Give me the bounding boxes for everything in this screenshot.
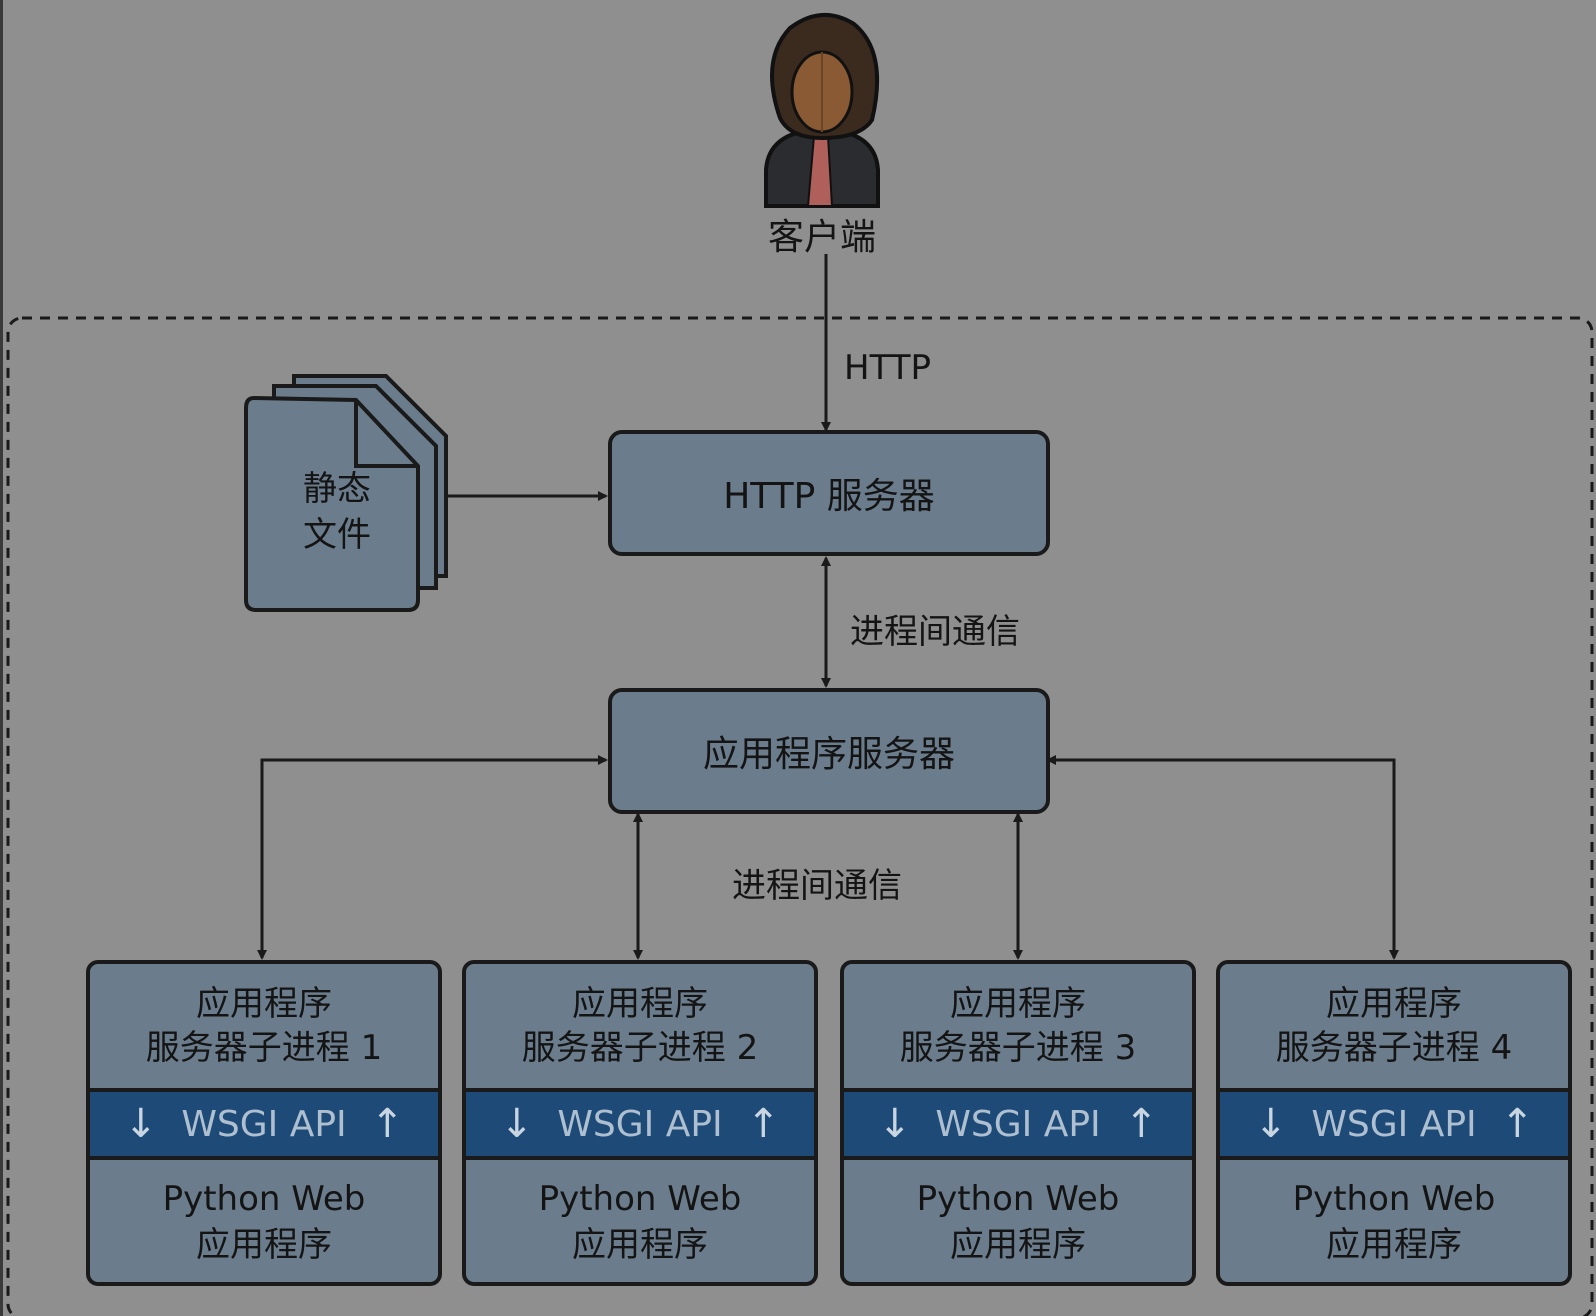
http-protocol-label: HTTP	[844, 348, 932, 388]
http-server-box: HTTP 服务器	[608, 430, 1050, 556]
wsgi-api-band: ↓ WSGI API ↑	[466, 1088, 814, 1160]
person-icon	[764, 12, 880, 208]
subprocess-title-line1: 应用程序	[950, 984, 1086, 1024]
arrow-down-icon: ↓	[1254, 1101, 1288, 1147]
static-files-line2: 文件	[303, 515, 371, 555]
arrow-up-icon: ↑	[1124, 1101, 1158, 1147]
subprocess-title-line2: 服务器子进程 4	[1275, 1028, 1513, 1068]
arrow-up-icon: ↑	[370, 1101, 404, 1147]
python-web-line2: 应用程序	[1326, 1225, 1462, 1265]
python-web-line2: 应用程序	[196, 1225, 332, 1265]
wsgi-api-band: ↓ WSGI API ↑	[90, 1088, 438, 1160]
python-web-line2: 应用程序	[572, 1225, 708, 1265]
static-files-label: 静态 文件	[262, 466, 412, 558]
arrow-down-icon: ↓	[124, 1101, 158, 1147]
subprocess-title-line2: 服务器子进程 3	[899, 1028, 1137, 1068]
app-server-label: 应用程序服务器	[702, 734, 955, 775]
subprocess-title: 应用程序 服务器子进程 4	[1220, 964, 1568, 1088]
wsgi-api-label: WSGI API	[181, 1103, 347, 1145]
ipc-label-bottom: 进程间通信	[732, 866, 902, 906]
app-sub1-connector	[257, 755, 608, 960]
python-web-line1: Python Web	[538, 1179, 742, 1219]
static-files-line1: 静态	[303, 469, 371, 509]
subprocess-title-line1: 应用程序	[196, 984, 332, 1024]
arrow-down-icon: ↓	[878, 1101, 912, 1147]
subprocess-box-4: 应用程序 服务器子进程 4 ↓ WSGI API ↑ Python Web 应用…	[1216, 960, 1572, 1286]
server-boundary	[6, 316, 1594, 1316]
python-web-app: Python Web 应用程序	[90, 1160, 438, 1282]
ipc-label-top: 进程间通信	[850, 612, 1020, 652]
arrow-up-icon: ↑	[746, 1101, 780, 1147]
subprocess-title-line1: 应用程序	[1326, 984, 1462, 1024]
python-web-line1: Python Web	[162, 1179, 366, 1219]
subprocess-box-1: 应用程序 服务器子进程 1 ↓ WSGI API ↑ Python Web 应用…	[86, 960, 442, 1286]
arrow-up-icon: ↑	[1500, 1101, 1534, 1147]
python-web-app: Python Web 应用程序	[1220, 1160, 1568, 1282]
http-server-label: HTTP 服务器	[723, 476, 935, 517]
subprocess-title-line2: 服务器子进程 2	[521, 1028, 759, 1068]
subprocess-title: 应用程序 服务器子进程 2	[466, 964, 814, 1088]
wsgi-api-band: ↓ WSGI API ↑	[1220, 1088, 1568, 1160]
python-web-app: Python Web 应用程序	[466, 1160, 814, 1282]
subprocess-box-2: 应用程序 服务器子进程 2 ↓ WSGI API ↑ Python Web 应用…	[462, 960, 818, 1286]
subprocess-title: 应用程序 服务器子进程 3	[844, 964, 1192, 1088]
arrow-down-icon: ↓	[500, 1101, 534, 1147]
wsgi-api-band: ↓ WSGI API ↑	[844, 1088, 1192, 1160]
app-sub4-connector	[1046, 755, 1399, 960]
subprocess-title-line2: 服务器子进程 1	[145, 1028, 383, 1068]
subprocess-title-line1: 应用程序	[572, 984, 708, 1024]
python-web-line1: Python Web	[916, 1179, 1120, 1219]
python-web-line2: 应用程序	[950, 1225, 1086, 1265]
wsgi-api-label: WSGI API	[935, 1103, 1101, 1145]
subprocess-title: 应用程序 服务器子进程 1	[90, 964, 438, 1088]
app-server-box: 应用程序服务器	[608, 688, 1050, 814]
subprocess-box-3: 应用程序 服务器子进程 3 ↓ WSGI API ↑ Python Web 应用…	[840, 960, 1196, 1286]
wsgi-api-label: WSGI API	[1311, 1103, 1477, 1145]
python-web-app: Python Web 应用程序	[844, 1160, 1192, 1282]
left-edge-bar	[0, 0, 3, 1316]
python-web-line1: Python Web	[1292, 1179, 1496, 1219]
client-label: 客户端	[767, 217, 876, 258]
wsgi-api-label: WSGI API	[557, 1103, 723, 1145]
documents-icon	[244, 374, 448, 612]
